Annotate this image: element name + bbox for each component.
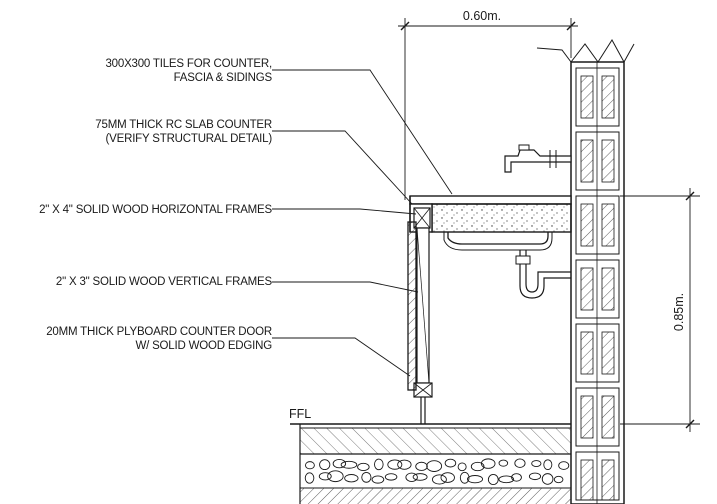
height-dimension-label: 0.85m. — [672, 293, 686, 331]
tiles-label-line-2: FASCIA & SIDINGS — [174, 72, 273, 84]
masonry-wall — [536, 39, 635, 504]
vertical-frames-label: 2" X 3" SOLID WOOD VERTICAL FRAMES — [56, 276, 273, 288]
door-label-line-1: 20MM THICK PLYBOARD COUNTER DOOR — [46, 326, 272, 338]
ffl-label: FFL — [289, 407, 311, 421]
width-dimension: 0.60m. — [398, 9, 578, 200]
width-dimension-label: 0.60m. — [463, 9, 501, 23]
tiles-label-line-1: 300X300 TILES FOR COUNTER, — [105, 58, 272, 70]
rc-slab-counter — [409, 195, 572, 233]
height-dimension: 0.85m. — [620, 188, 700, 432]
label-horizontal-frames: 2" X 4" SOLID WOOD HORIZONTAL FRAMES — [39, 204, 417, 216]
label-slab: 75MM THICK RC SLAB COUNTER (VERIFY STRUC… — [95, 119, 413, 205]
horizontal-frames-label: 2" X 4" SOLID WOOD HORIZONTAL FRAMES — [39, 204, 272, 216]
plyboard-door — [407, 221, 417, 391]
door-label-line-2: W/ SOLID WOOD EDGING — [135, 340, 272, 352]
faucet — [504, 144, 572, 173]
sink — [443, 232, 571, 299]
floor-slab — [290, 423, 572, 504]
wood-frames — [413, 207, 433, 424]
slab-label-line-1: 75MM THICK RC SLAB COUNTER — [95, 119, 272, 131]
label-tiles: 300X300 TILES FOR COUNTER, FASCIA & SIDI… — [105, 58, 453, 195]
label-vertical-frames: 2" X 3" SOLID WOOD VERTICAL FRAMES — [56, 276, 419, 293]
slab-label-line-2: (VERIFY STRUCTURAL DETAIL) — [106, 133, 273, 145]
label-door: 20MM THICK PLYBOARD COUNTER DOOR W/ SOLI… — [46, 326, 411, 377]
